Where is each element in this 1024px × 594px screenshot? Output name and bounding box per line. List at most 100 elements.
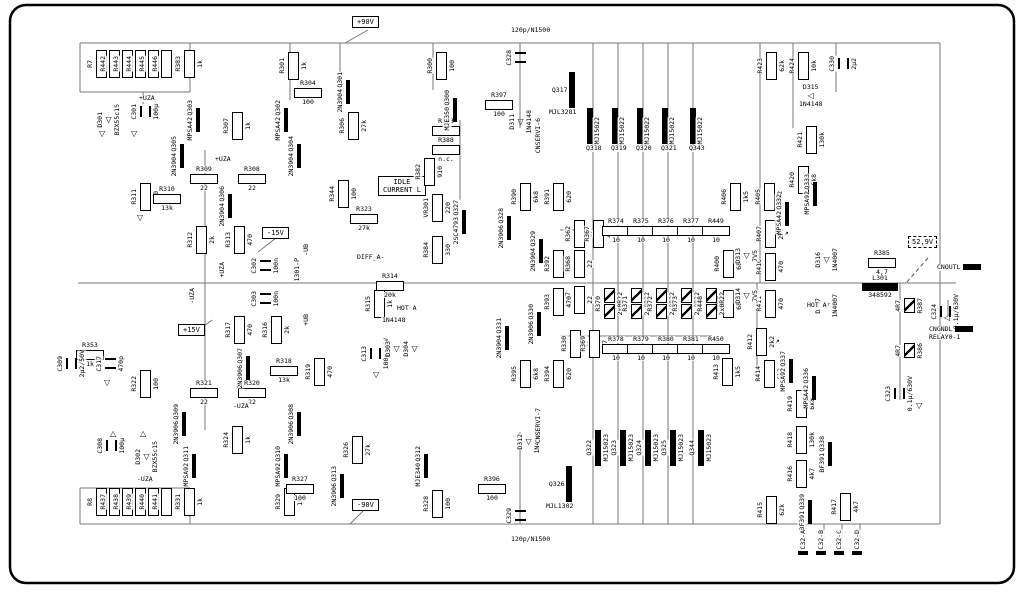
r300-part: R300 [426,58,435,74]
q331-part: 2N3904 [495,334,504,359]
r370-part: R370 [594,295,603,312]
r316-part: R316 [261,322,270,338]
l301-part: L301 [871,274,889,282]
q329-part: 2N3904 [529,247,538,272]
r309-part: 22 [199,183,209,192]
l301-part: 348592 [867,290,893,299]
capacitor-icon [104,358,116,370]
r372-part [655,288,667,303]
r330-part: R330 [560,336,569,352]
hot-a: HOT A [806,302,828,309]
r306-part: 27k [359,120,368,132]
q318-part: MJ15022 [586,108,602,144]
r315-part [373,290,385,318]
ground-symbol: ▽ [104,379,110,387]
r392: R392470 [543,250,573,278]
q327-part: Q327 [452,200,461,216]
r444-part: R444 [125,56,134,72]
cnoutl-part: CNOUTL [936,264,982,271]
r311-part [139,183,151,211]
d311-part: 1N4148 [524,110,534,134]
r331-part [183,488,195,516]
transistor-bar-icon [697,430,704,466]
transistor-bar-icon [195,108,200,133]
ground-symbol: ▽ [916,402,922,410]
r396-part: 100 [485,493,499,502]
ub-part: +UB [302,314,311,326]
trimmer-arrow-icon: ↗ [783,230,789,238]
d314: D314▽7V5 [734,288,760,304]
capacitor-icon [369,348,381,360]
q338-part: BF391 [818,452,827,473]
q323-part: MJ15023 [626,434,635,462]
q326-part: Q326 [547,466,572,502]
uza: -UZA [188,288,197,304]
l301-part: L301 348592 [862,275,898,298]
uza: -UZA [136,476,154,483]
r326-part: 27k [363,444,372,456]
90v: +90V [352,16,379,28]
90v-part: +90V [352,16,379,28]
q301-part: Q301 [336,72,345,88]
diode-icon: ▽ [517,116,524,126]
vr301-part [431,194,443,222]
idle-part: IDLE CURRENT L [378,176,426,196]
r395-part [519,360,531,388]
q307-part: 2N3906 [236,364,245,389]
r386-part: R386 [915,343,924,359]
d316-part: 1N4007 [830,248,840,272]
r304-part [294,87,322,98]
r417-part [839,493,851,521]
15v-part: -15V [262,227,289,239]
r331-part: 1k [195,498,204,506]
r311-part: R311 [130,189,139,205]
c32-b: C32-B [816,530,826,555]
d314-part: D314 [734,288,743,304]
r406-part: 1k5 [741,191,750,203]
r368-part: 22 [585,260,594,268]
diode-icon: ▽ [143,451,150,461]
q320-part: MJ15022 [636,108,652,144]
r388-part [432,144,460,155]
diode-icon: ▽ [743,250,750,260]
q343-part: MJ15022 [695,116,705,144]
d302-part: BZX55c15 [150,441,160,473]
r324-part: 1k [243,436,252,444]
q300-part: Q300 [443,90,452,106]
r317-part: R317 [224,322,233,338]
1301-p: 1301-P [293,258,302,282]
r380-part [652,343,680,354]
transistor-bar-icon [669,430,676,466]
r390-part: R390 [510,189,519,205]
r383-part: R383 [174,56,183,72]
q311-part: MPSA92 [182,462,191,487]
r410-part: 470 [776,261,785,273]
transistor-bar-icon [296,144,301,169]
uza-part: +UZA [218,262,227,278]
r391-part [552,183,564,211]
r450-part: 10 [711,353,721,362]
r369-part [588,330,600,358]
r382-part: R382 [414,164,423,180]
diode-icon: ▽ [743,290,750,300]
d312: D312▽1N4148 [516,430,542,454]
r447: R44722 [564,286,594,314]
q309-part: 2N3906 [172,420,181,445]
transistor-bar-icon [812,182,817,207]
ground-symbol-part: ▽ [137,213,144,222]
